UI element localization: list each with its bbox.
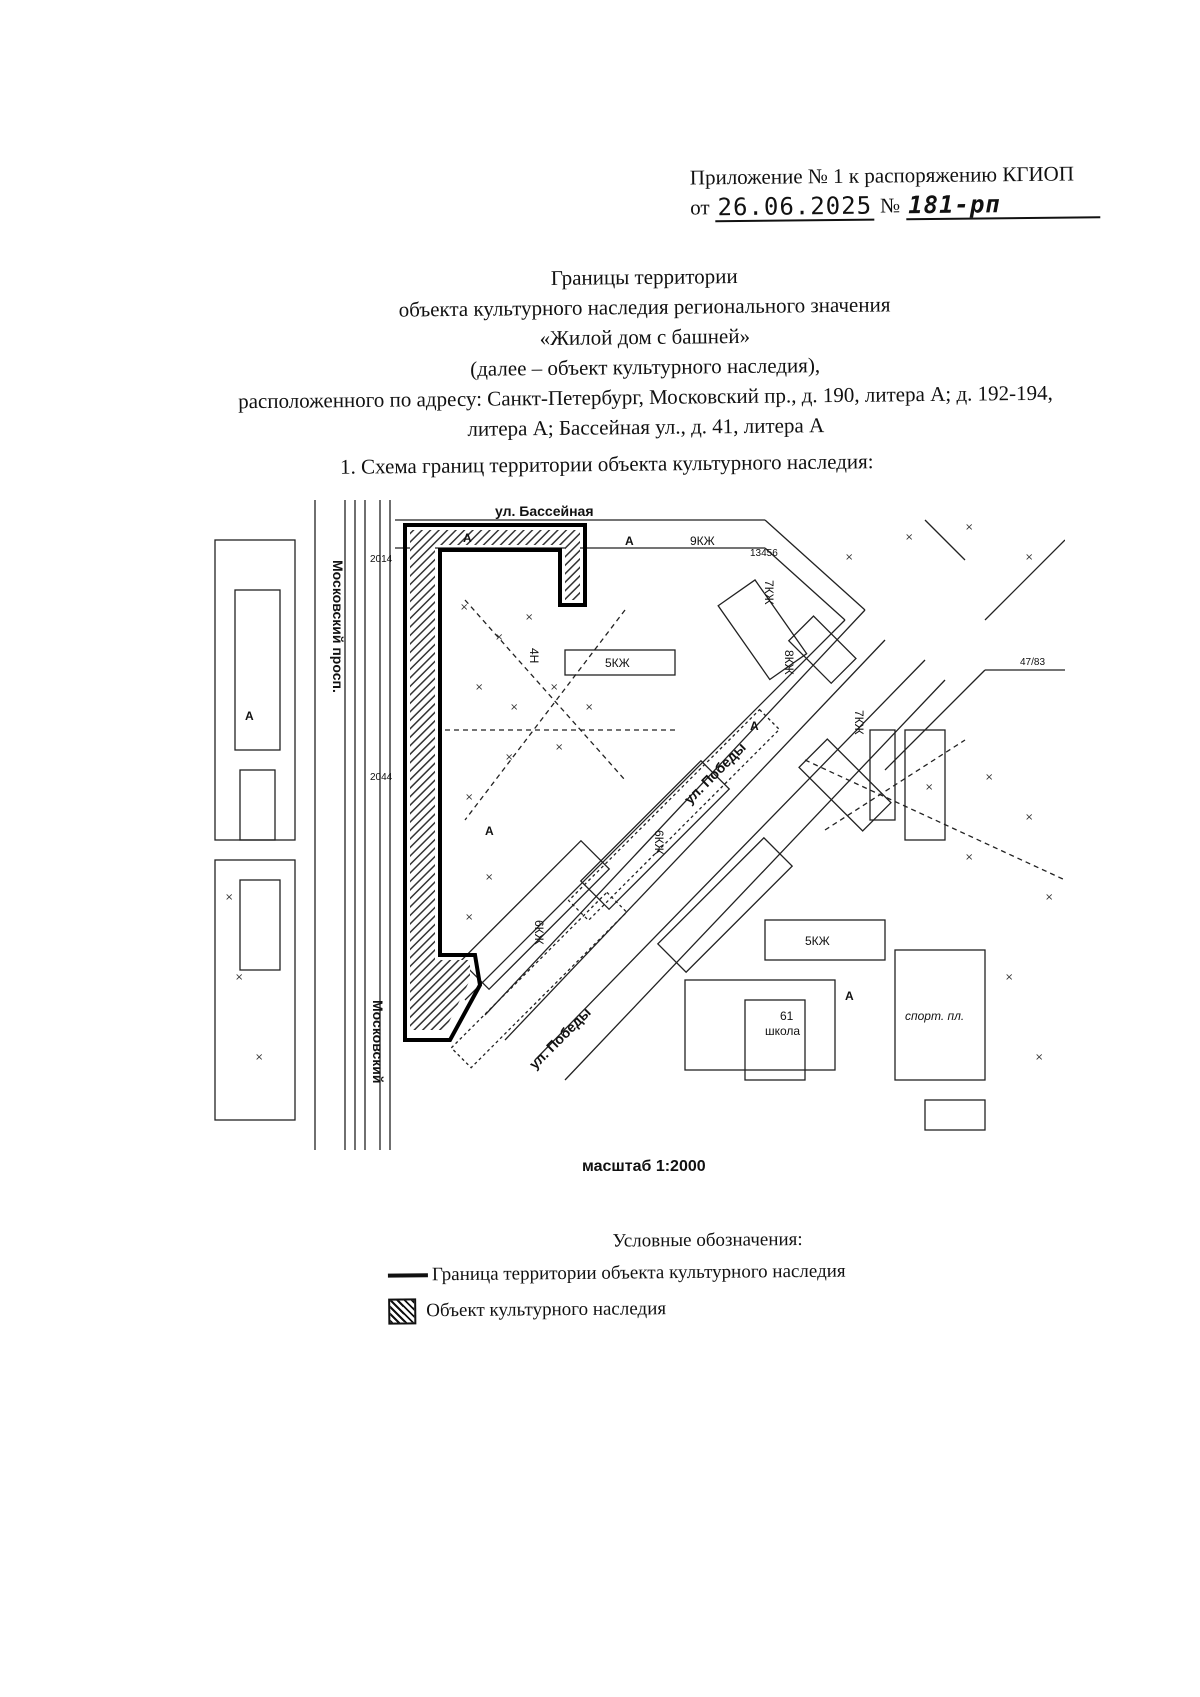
legend-item-object: Объект культурного наследия (388, 1293, 988, 1325)
boundary-map: ул. Бассейная Московский просп. Московск… (214, 500, 1065, 1150)
number-prefix: № (879, 193, 901, 218)
svg-text:×: × (485, 872, 493, 883)
map-label-litera: А (845, 989, 854, 1003)
section-heading: 1. Схема границ территории объекта культ… (339, 449, 874, 479)
map-label-4n: 4Н (527, 648, 541, 663)
svg-text:×: × (1025, 552, 1033, 563)
map-label-litera: А (463, 531, 472, 545)
svg-text:×: × (845, 552, 853, 563)
svg-text:×: × (460, 602, 468, 613)
map-label-6kzh-1: 6КЖ (652, 830, 666, 855)
map-scale: масштаб 1:2000 (582, 1158, 706, 1175)
map-label-2014: 2014 (370, 554, 393, 565)
svg-text:×: × (585, 702, 593, 713)
map-label-basseynaya: ул. Бассейная (495, 503, 594, 519)
legend-object-label: Объект культурного наследия (426, 1298, 667, 1322)
map-label-7kzh-2: 7КЖ (852, 710, 866, 735)
svg-text:×: × (510, 702, 518, 713)
order-date: 26.06.2025 (715, 192, 875, 223)
map-label-litera: А (485, 824, 494, 838)
svg-text:×: × (925, 782, 933, 793)
map-label-moskovsky: Московский (370, 1000, 386, 1083)
heritage-object (410, 530, 580, 1030)
order-number: 181-рп (905, 190, 1101, 221)
svg-text:×: × (465, 912, 473, 923)
svg-text:×: × (965, 852, 973, 863)
map-label-school: школа (765, 1024, 800, 1038)
map-label-5kzh-2: 5КЖ (805, 934, 830, 948)
map-label-pobedy-2: ул. Победы (526, 1004, 594, 1072)
appendix-header: Приложение № 1 к распоряжению КГИОП от 2… (690, 157, 1171, 223)
legend: Условные обозначения: Граница территории… (387, 1227, 989, 1336)
map-label-sport: спорт. пл. (905, 1009, 964, 1023)
svg-text:×: × (905, 532, 913, 543)
map-label-6kzh-2: 6КЖ (532, 920, 546, 945)
svg-text:×: × (1045, 892, 1053, 903)
map-label-2044: 2044 (370, 772, 393, 783)
map-label-litera: А (245, 709, 254, 723)
svg-text:×: × (550, 682, 558, 693)
heritage-boundary (403, 523, 587, 1042)
hatched-area-icon (388, 1298, 417, 1325)
svg-text:×: × (1005, 972, 1013, 983)
appendix-date-line: от 26.06.2025 № 181-рп (690, 187, 1170, 223)
legend-title: Условные обозначения: (612, 1228, 803, 1252)
document-title: Границы территории объекта культурного н… (149, 257, 1141, 447)
legend-item-boundary: Граница территории объекта культурного н… (387, 1259, 988, 1286)
svg-text:×: × (255, 1052, 263, 1063)
legend-boundary-label: Граница территории объекта культурного н… (431, 1260, 846, 1286)
svg-text:×: × (225, 892, 233, 903)
map-label-5kzh-1: 5КЖ (605, 656, 630, 670)
vegetation-marks: × × × × × × × × × × × × × × × × × × × × × × × × × × (225, 522, 1053, 1063)
svg-text:×: × (235, 972, 243, 983)
map-label-moskovsky-prosp: Московский просп. (330, 560, 346, 693)
map-label-13456: 13456 (750, 548, 778, 559)
map-label-litera: А (750, 719, 759, 733)
date-prefix: от (690, 195, 710, 220)
svg-text:×: × (1025, 812, 1033, 823)
boundary-line-icon (387, 1273, 428, 1278)
svg-text:×: × (495, 632, 503, 643)
map-label-47-83: 47/83 (1020, 657, 1045, 668)
svg-text:×: × (1035, 1052, 1043, 1063)
map-label-school-num: 61 (780, 1009, 794, 1023)
svg-text:×: × (555, 742, 563, 753)
svg-text:×: × (525, 612, 533, 623)
map-label-litera: А (625, 534, 634, 548)
svg-text:×: × (965, 522, 973, 533)
svg-text:×: × (505, 752, 513, 763)
map-label-7kzh-1: 7КЖ (762, 580, 776, 605)
map-label-9kzh: 9КЖ (690, 534, 715, 548)
svg-text:×: × (475, 682, 483, 693)
svg-text:×: × (465, 792, 473, 803)
map-label-8kzh: 8КЖ (782, 650, 796, 675)
svg-text:×: × (985, 772, 993, 783)
